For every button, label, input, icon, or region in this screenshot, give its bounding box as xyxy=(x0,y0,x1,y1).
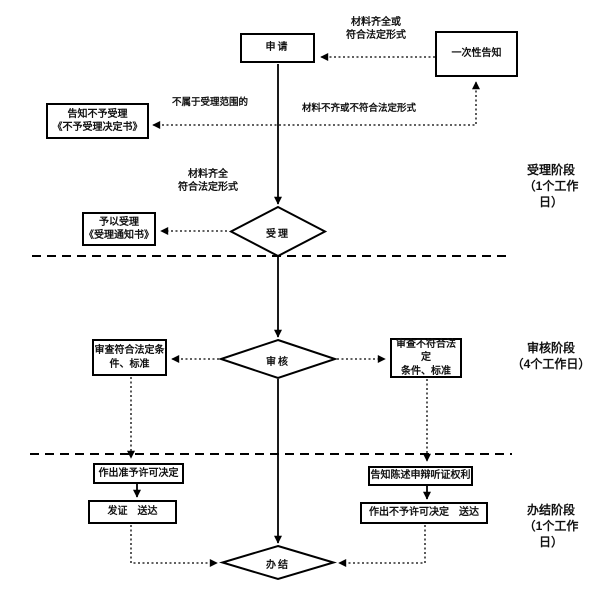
node-grant-decision: 作出准予许可决定 xyxy=(93,463,184,484)
label-materials-incomplete: 材料不齐或不符合法定形式 xyxy=(301,103,416,114)
diamond-close xyxy=(218,544,338,581)
label-materials-complete-mid: 材料齐全 符合法定形式 xyxy=(178,169,238,193)
label-materials-complete-top: 材料齐全或 符合法定形式 xyxy=(346,17,406,41)
edge-issue-to-close xyxy=(130,525,218,567)
label-out-of-scope: 不属于受理范围的 xyxy=(171,97,248,108)
node-inform-rights: 告知陈述申辩听证权利 xyxy=(368,466,473,486)
edge-incomplete-loop xyxy=(152,81,480,129)
edge-deny-to-close xyxy=(338,525,426,567)
diamond-accept xyxy=(228,205,328,258)
node-accept-notice: 予以受理 《受理通知书》 xyxy=(82,212,156,246)
stage-label-accept: 受理阶段 （1个工作 日） xyxy=(523,163,579,210)
node-deny-deliver: 作出不予许可决定 送达 xyxy=(360,502,488,524)
diamond-review-label: 审核 xyxy=(266,357,290,368)
node-apply: 申请 xyxy=(240,33,315,63)
stage-label-close: 办结阶段 （1个工作 日） xyxy=(523,503,579,550)
diamond-accept-label: 受理 xyxy=(266,229,290,240)
diamond-close-label: 办结 xyxy=(266,560,290,571)
node-review-fail: 审查不符合法定 条件、标准 xyxy=(390,338,462,378)
node-one-time-notice: 一次性告知 xyxy=(435,31,518,77)
node-issue-deliver: 发证 送达 xyxy=(88,500,177,524)
diamond-review xyxy=(217,338,339,380)
node-reject-notice: 告知不予受理 《不予受理决定书》 xyxy=(46,103,149,139)
node-review-pass: 审查符合法定条 件、标准 xyxy=(92,339,167,376)
stage-label-review: 审核阶段 （4个工作日） xyxy=(511,341,591,372)
